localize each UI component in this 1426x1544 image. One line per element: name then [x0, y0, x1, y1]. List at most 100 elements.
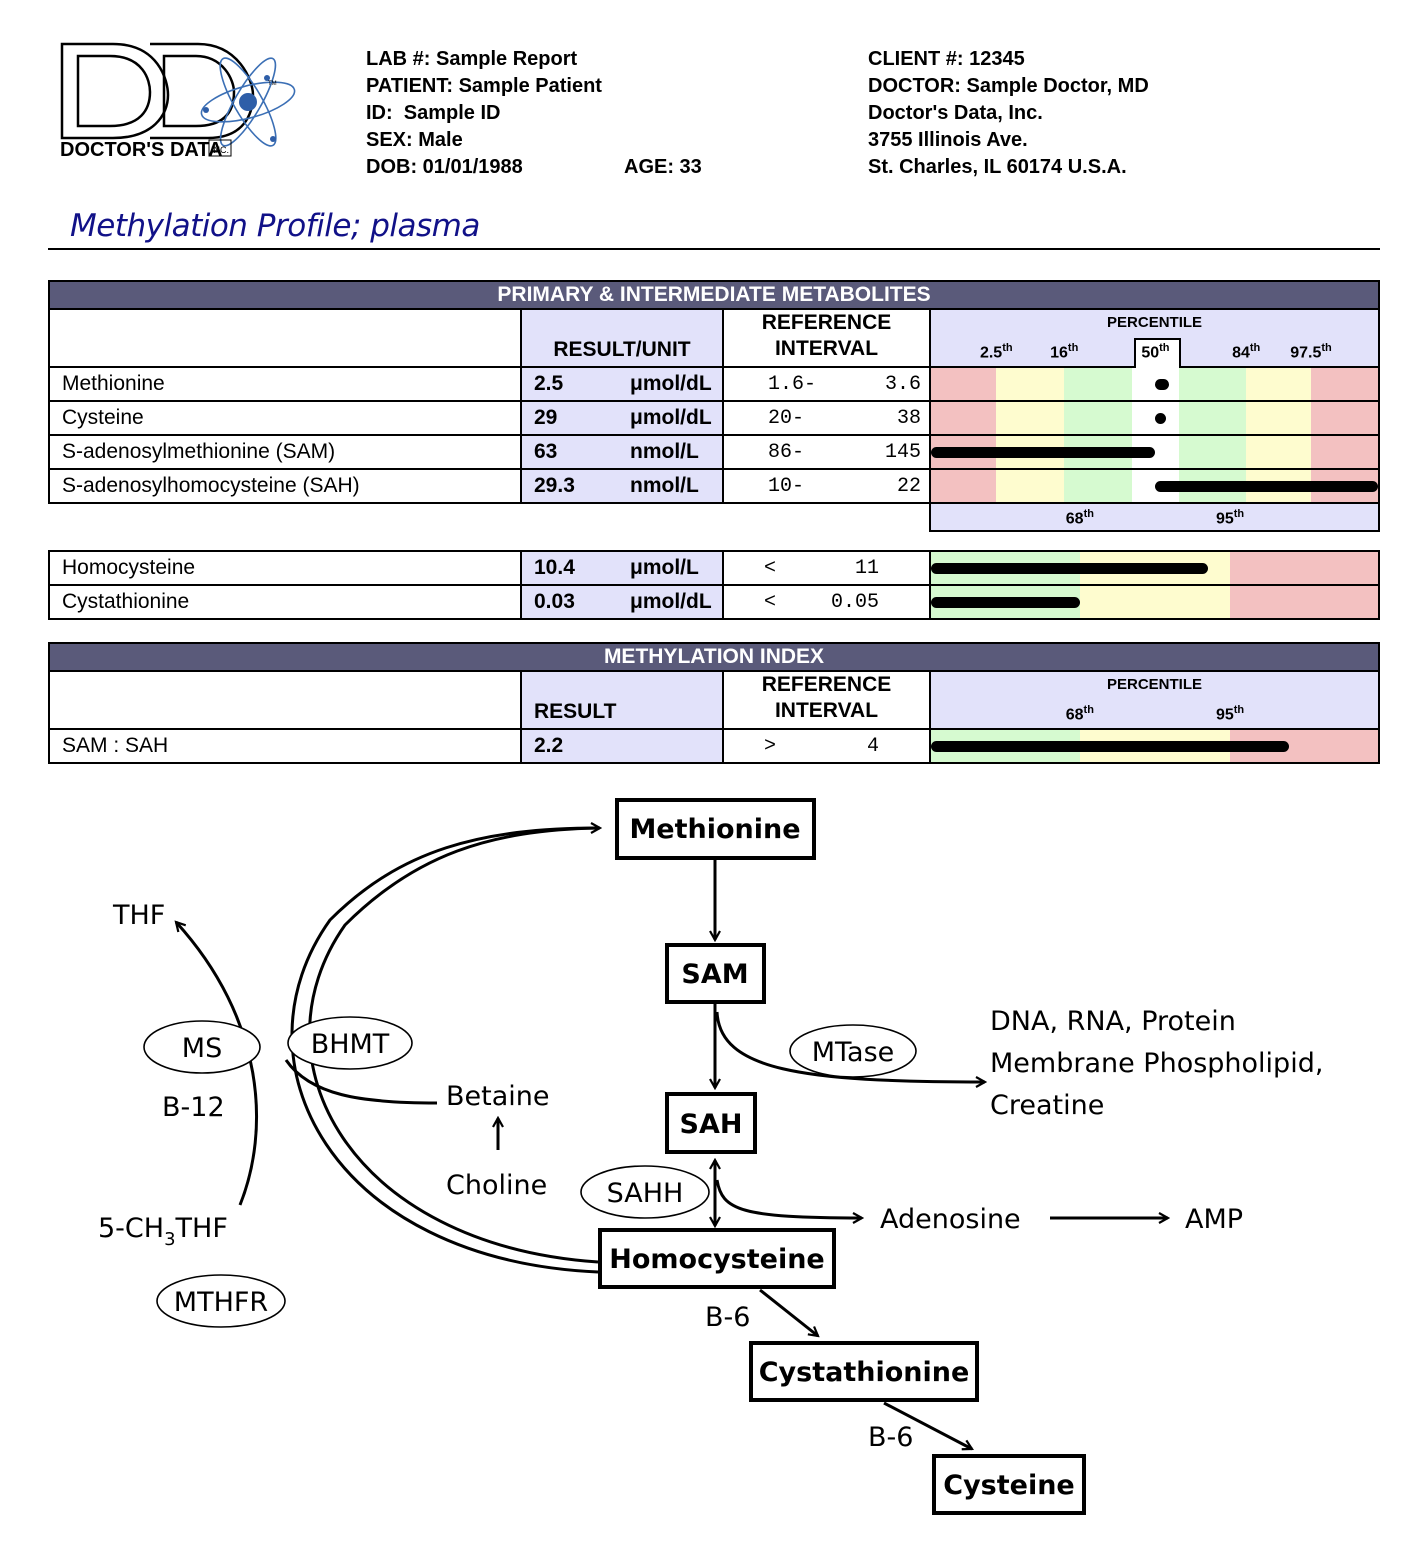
enzyme-mthfr-label: MTHFR: [174, 1287, 268, 1318]
column-header-result: RESULT: [520, 670, 724, 730]
reference-high: 38: [896, 406, 921, 430]
percentile-bar: [931, 597, 1080, 608]
spacer-cell: [49, 502, 931, 531]
reference-high: 145: [884, 440, 921, 464]
reference-low: 10-: [768, 474, 805, 498]
result-value: 2.2: [534, 734, 564, 757]
patient-sex: SEX: Male: [366, 129, 463, 151]
result-unit: nmol/L: [630, 474, 699, 497]
result-unit: μmol/dL: [630, 406, 712, 429]
label-5-methyl-thf: 5-CH3THF: [98, 1213, 228, 1250]
label-methylation-targets-1: DNA, RNA, Protein: [990, 1006, 1236, 1037]
primary-metabolites-table: PRIMARY & INTERMEDIATE METABOLITES RESUL…: [47, 280, 1381, 532]
percentile-zone: [1310, 368, 1378, 400]
percentile-zone: [1079, 586, 1231, 618]
blank-header-cell: [48, 308, 522, 368]
title-divider: [48, 248, 1380, 250]
report-title: Methylation Profile; plasma: [70, 208, 480, 244]
percentile-tick: 97.5th: [1290, 341, 1332, 361]
enzyme-mtase-label: MTase: [812, 1037, 895, 1068]
analyte-name: Cysteine: [48, 400, 522, 436]
node-cysteine: [932, 1454, 1086, 1515]
table-row: SAM : SAH 2.2 >4: [48, 728, 1380, 764]
label-thf: THF: [112, 900, 165, 931]
reference-interval: 20- 38: [722, 400, 931, 436]
percentile-zone: [1178, 436, 1247, 468]
label-b6-first: B-6: [705, 1302, 750, 1333]
percentile-zone: [931, 368, 997, 400]
percentile-zone: [1178, 368, 1247, 400]
reference-low: <: [764, 556, 777, 580]
result-value: 10.4: [534, 556, 575, 579]
reference-high: 22: [896, 474, 921, 498]
node-cystathionine: [749, 1341, 979, 1402]
result-value: 29: [534, 406, 558, 429]
logo-trademark: TM: [268, 81, 277, 87]
label-b6-second: B-6: [868, 1422, 913, 1453]
label-b12: B-12: [162, 1092, 225, 1123]
reference-interval: <0.05: [722, 584, 931, 620]
lab-street: 3755 Illinois Ave.: [868, 129, 1028, 151]
percentile-zone: [996, 368, 1065, 400]
percentile-zone: [1246, 368, 1311, 400]
percentile-zone: [931, 402, 997, 434]
reference-interval: >4: [722, 728, 931, 764]
reference-interval: 1.6-3.6: [722, 366, 931, 402]
percentile-zone: [996, 470, 1065, 502]
percentile-tick: 68th: [1065, 703, 1094, 723]
reference-high: 4: [866, 734, 879, 758]
percentile-bar: [1155, 379, 1169, 390]
label-betaine: Betaine: [446, 1081, 550, 1112]
reference-interval: 86-145: [722, 434, 931, 470]
percentile-tick: 68th: [1065, 507, 1094, 527]
enzyme-bhmt: [287, 1016, 413, 1070]
percentile-bar-cell: [929, 584, 1380, 620]
client-info: CLIENT #: 12345 DOCTOR: Sample Doctor, M…: [868, 46, 1388, 181]
analyte-name: S-adenosylmethionine (SAM): [48, 434, 522, 470]
label-choline: Choline: [446, 1170, 547, 1201]
analyte-name: Cystathionine: [48, 584, 522, 620]
result-unit: μmol/dL: [630, 372, 712, 395]
percentile-zone: [1131, 402, 1179, 434]
section-header-index: METHYLATION INDEX: [48, 642, 1380, 672]
label-sah: SAH: [680, 1109, 743, 1140]
percentile-zone: [1230, 552, 1378, 584]
percentile-zones: [931, 586, 1378, 618]
patient-dob: DOB: 01/01/1988: [366, 156, 523, 178]
percentile-bar-cell: [928, 366, 1381, 402]
percentile-bar: [1155, 481, 1379, 492]
enzyme-bhmt-label: BHMT: [311, 1029, 390, 1060]
index-name: SAM : SAH: [48, 728, 522, 764]
percentile-zone: [1246, 436, 1311, 468]
percentile-zone: [1131, 368, 1179, 400]
reference-low: 20-: [768, 406, 805, 430]
enzyme-mthfr: [156, 1274, 286, 1328]
result-value: 63: [534, 440, 558, 463]
enzyme-sahh-label: SAHH: [607, 1178, 684, 1209]
percentile-zone: [996, 402, 1065, 434]
median-marker: [1134, 338, 1182, 368]
percentile-zone: [1178, 402, 1247, 434]
betaine-branch: [284, 1059, 438, 1105]
label-methionine: Methionine: [629, 814, 800, 845]
percentile-tick: 2.5th: [979, 341, 1013, 361]
lab-city: St. Charles, IL 60174 U.S.A.: [868, 156, 1127, 178]
result-unit: μmol/dL: [630, 590, 712, 613]
percentile-zone: [1064, 402, 1132, 434]
reference-low: >: [764, 734, 777, 758]
doctors-data-logo: DOCTOR'S DATA INC. TM: [60, 42, 296, 161]
percentile-tick: 95th: [1215, 703, 1245, 723]
arrow-cystathionine-to-cysteine: [883, 1401, 972, 1449]
percentile-zones: [931, 368, 1378, 400]
percentile-zone: [931, 470, 997, 502]
percentile-zone: [1246, 402, 1311, 434]
